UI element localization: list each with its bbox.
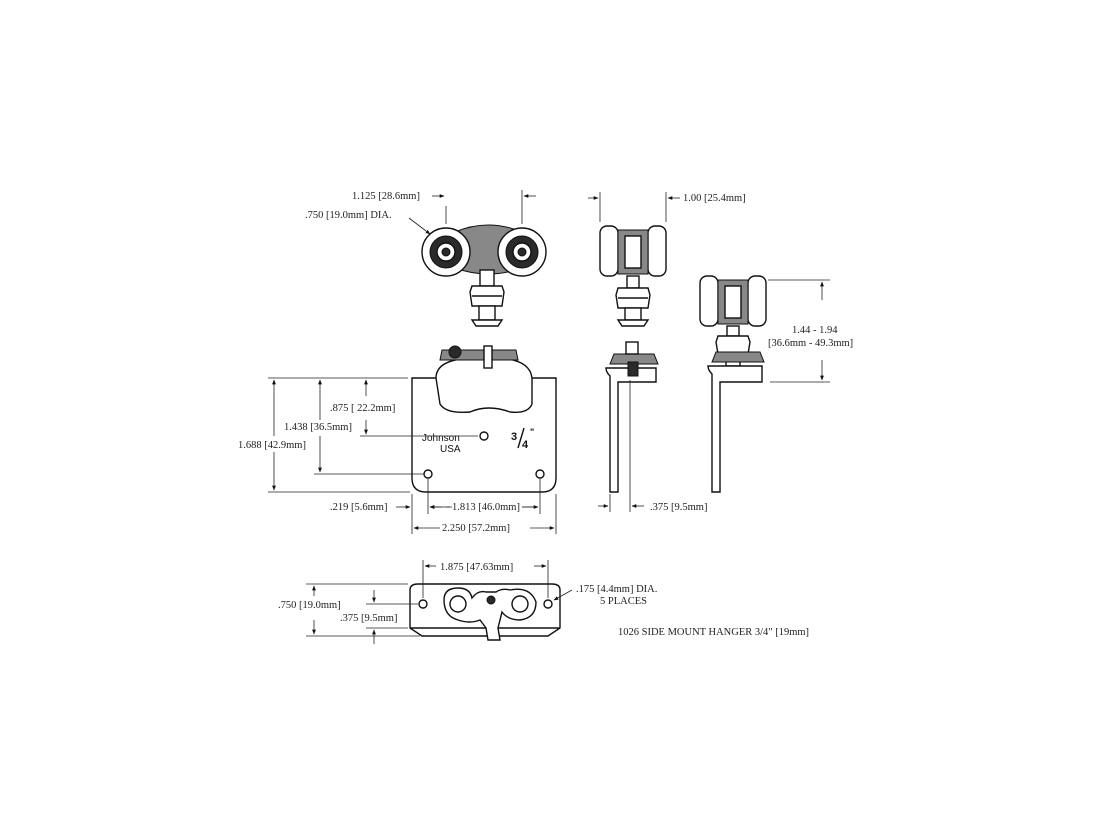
dim-1813: 1.813 [46.0mm] bbox=[452, 502, 520, 513]
dim-wheel-spacing: 1.125 [28.6mm] bbox=[352, 191, 420, 202]
dim-wheel-diameter: .750 [19.0mm] DIA. bbox=[305, 210, 392, 221]
plate-bottom-view: 1.875 [47.63mm] .175 [4.4mm] DIA. 5 PLAC… bbox=[278, 560, 657, 644]
plate-front-view: Johnson USA 3 4 " .875 [ 22.2mm] 1.438 [… bbox=[238, 345, 557, 534]
trolley-side-view: 1.00 [25.4mm] bbox=[588, 192, 746, 327]
dim-height-range-mm: [36.6mm - 49.3mm] bbox=[768, 338, 853, 349]
size-mark-den: 4 bbox=[522, 439, 529, 451]
size-mark-inch: " bbox=[530, 427, 534, 437]
dim-875: .875 [ 22.2mm] bbox=[330, 403, 395, 414]
dim-219: .219 [5.6mm] bbox=[330, 502, 387, 513]
brand-line-2: USA bbox=[440, 444, 461, 455]
size-mark-num: 3 bbox=[511, 431, 517, 443]
dim-750-bottom: .750 [19.0mm] bbox=[278, 600, 341, 611]
trolley-front-view: 1.125 [28.6mm] .750 [19.0mm] DIA. bbox=[305, 190, 547, 327]
drawing-title: 1026 SIDE MOUNT HANGER 3/4" [19mm] bbox=[618, 627, 809, 638]
dim-375-bottom: .375 [9.5mm] bbox=[340, 613, 397, 624]
dim-wheel-width: 1.00 [25.4mm] bbox=[683, 193, 746, 204]
dim-2250: 2.250 [57.2mm] bbox=[442, 523, 510, 534]
dim-bracket-thickness: .375 [9.5mm] bbox=[650, 502, 707, 513]
dim-1688: 1.688 [42.9mm] bbox=[238, 440, 306, 451]
bracket-side-view: .375 [9.5mm] bbox=[598, 341, 707, 513]
dim-1438: 1.438 [36.5mm] bbox=[284, 422, 352, 433]
dim-1875: 1.875 [47.63mm] bbox=[440, 562, 513, 573]
dim-height-range: 1.44 - 1.94 bbox=[792, 325, 838, 336]
dim-hole-diameter: .175 [4.4mm] DIA. bbox=[576, 584, 657, 595]
dim-hole-count: 5 PLACES bbox=[600, 596, 647, 607]
assembled-side-view: 1.44 - 1.94 [36.6mm - 49.3mm] bbox=[699, 275, 853, 493]
brand-line-1: Johnson bbox=[422, 433, 460, 444]
